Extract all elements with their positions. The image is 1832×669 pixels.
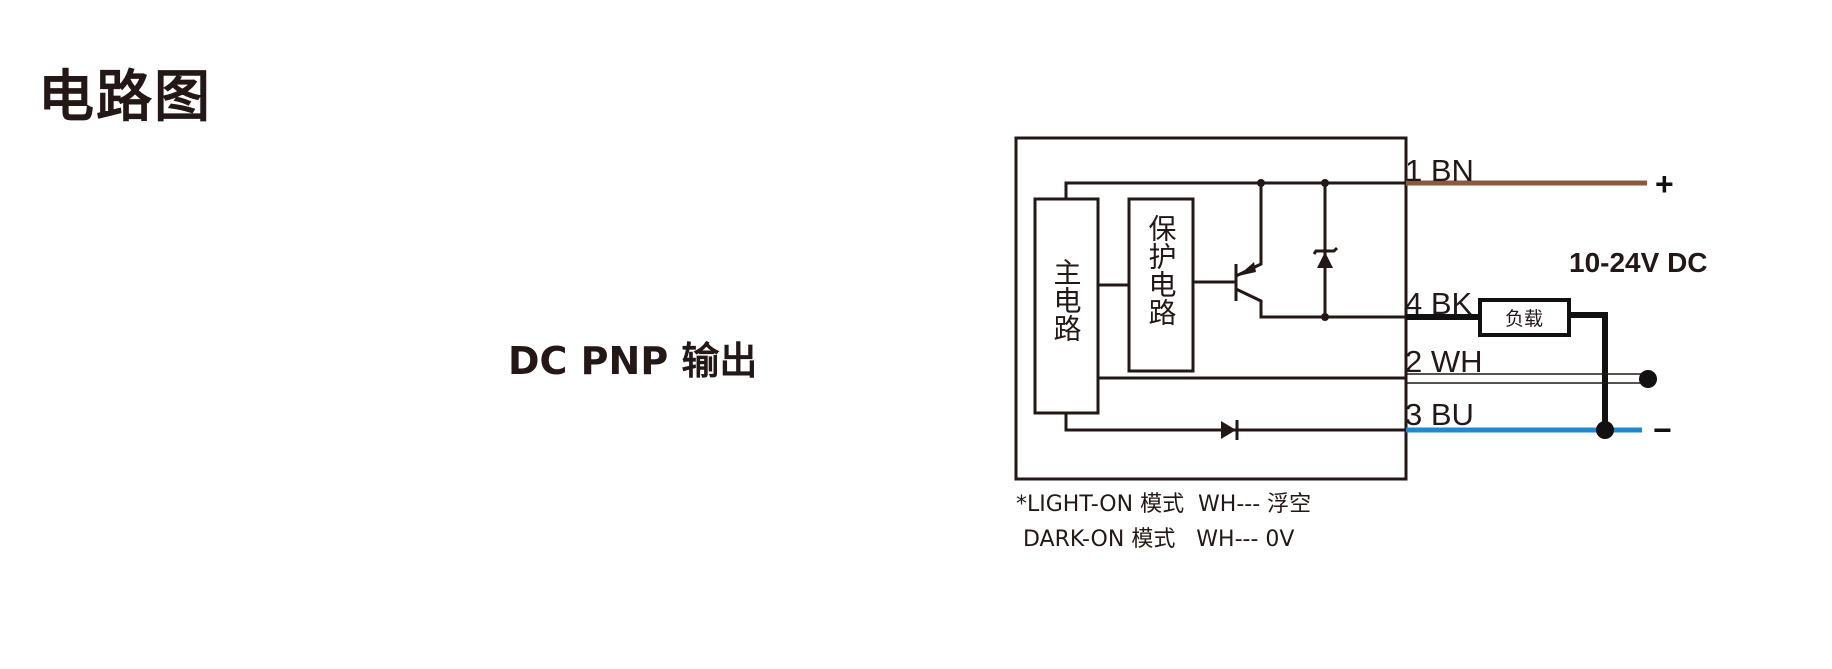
wire-label-wh: 2 WH	[1405, 344, 1483, 379]
emitter-arrow-icon	[1238, 262, 1256, 276]
note-dark-on: DARK-ON 模式 WH--- 0V	[1016, 527, 1294, 552]
transistor-emitter	[1235, 183, 1263, 278]
protection-circuit-label: 保护电路	[1145, 214, 1178, 326]
page-title: 电路图	[38, 65, 212, 130]
zener-diode-icon	[1317, 252, 1333, 268]
wire-label-bu: 3 BU	[1405, 397, 1474, 432]
wire-label-bn: 1 BN	[1405, 153, 1474, 188]
bu-junction-dot	[1596, 421, 1614, 439]
main-circuit-label: 主电路	[1050, 258, 1083, 342]
load-return-wire	[1569, 312, 1608, 430]
diode-icon	[1221, 421, 1236, 439]
plus-sign: +	[1655, 166, 1674, 202]
note-light-on: *LIGHT-ON 模式 WH--- 浮空	[1016, 492, 1311, 517]
transistor-collector	[1235, 287, 1406, 319]
zener-bar	[1312, 246, 1339, 255]
supply-voltage-label: 10-24V DC	[1569, 247, 1708, 278]
minus-sign: −	[1653, 412, 1672, 448]
supply-wire-internal	[1064, 181, 1406, 199]
load-label: 负载	[1505, 308, 1543, 330]
wire-label-bk: 4 BK	[1405, 286, 1473, 321]
output-type-label: DC PNP 输出	[508, 339, 758, 383]
sensor-enclosure	[1014, 136, 1408, 481]
wh-terminal-dot	[1639, 370, 1657, 388]
bu-wire-internal	[1064, 413, 1406, 432]
